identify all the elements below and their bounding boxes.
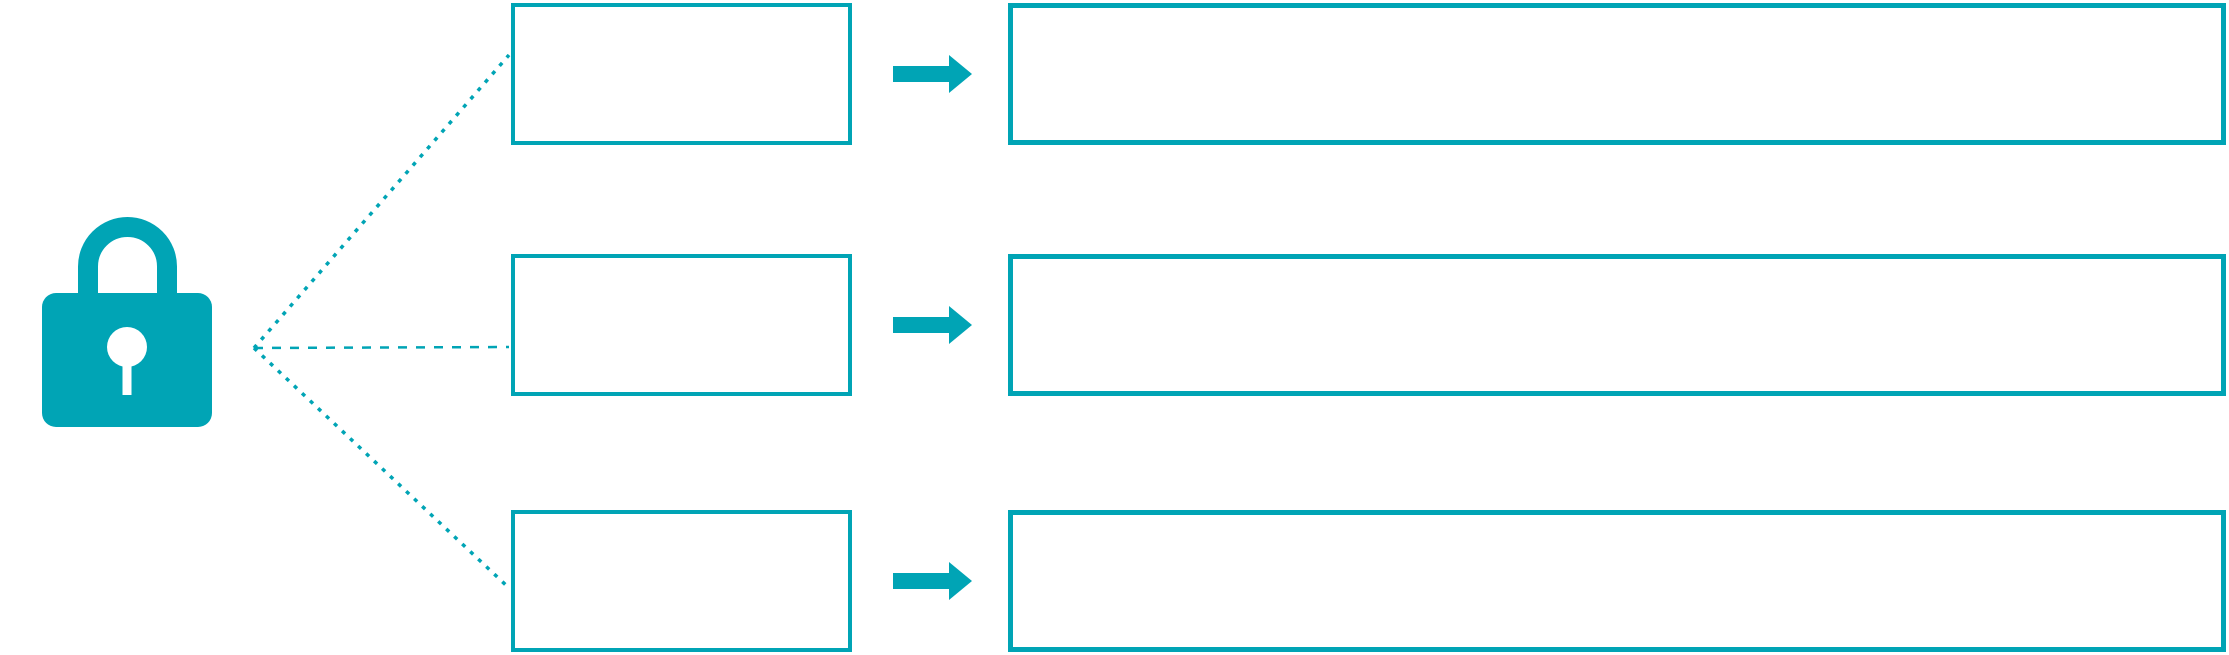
large-box-row-3 bbox=[1008, 510, 2226, 652]
large-box-row-2 bbox=[1008, 254, 2226, 396]
right-arrow-icon bbox=[893, 562, 972, 600]
lock-keyhole-stem bbox=[122, 347, 132, 395]
lock-shackle bbox=[78, 217, 177, 310]
small-box-row-1 bbox=[511, 3, 852, 145]
lock-icon bbox=[42, 217, 212, 427]
large-box-row-1 bbox=[1008, 3, 2226, 145]
small-box-row-3 bbox=[511, 510, 852, 652]
connector-lines bbox=[252, 53, 511, 590]
connector-line-bottom bbox=[252, 346, 511, 590]
connector-line-top bbox=[252, 53, 511, 350]
small-box-row-2 bbox=[511, 254, 852, 396]
right-arrow-icon bbox=[893, 55, 972, 93]
right-arrow-icon bbox=[893, 306, 972, 344]
connector-line-middle bbox=[253, 345, 510, 350]
